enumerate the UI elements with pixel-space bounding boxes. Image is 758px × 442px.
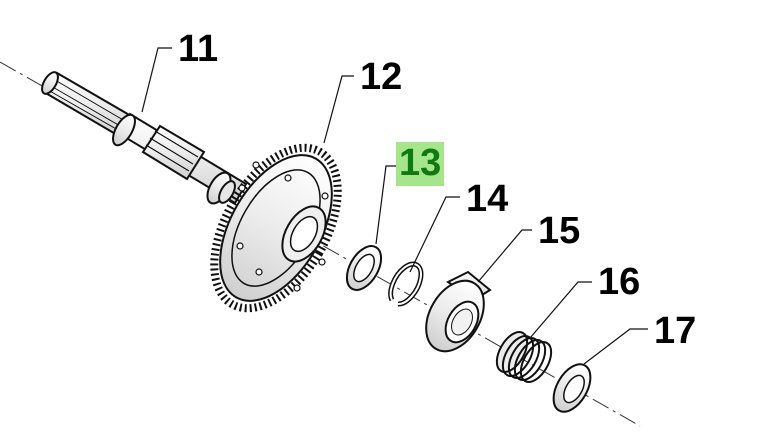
callout-11: 11 — [178, 28, 219, 70]
leader-13 — [375, 165, 396, 245]
leader-lines — [141, 47, 648, 365]
callout-14: 14 — [466, 178, 509, 220]
callout-13-highlighted: 13 — [396, 142, 445, 186]
callout-15: 15 — [538, 210, 581, 252]
washer-part-13 — [345, 245, 383, 291]
snap-ring-part-14 — [388, 261, 424, 307]
leader-15 — [477, 229, 532, 283]
leader-12 — [323, 75, 354, 144]
gear-part-12 — [210, 143, 342, 313]
leader-14 — [409, 196, 460, 273]
clutch-dog-part-15 — [425, 270, 492, 353]
leader-16 — [529, 281, 592, 339]
leader-17 — [583, 328, 648, 365]
leader-11 — [141, 47, 172, 113]
callout-12: 12 — [360, 56, 403, 98]
callout-17: 17 — [654, 310, 697, 352]
shaft-part-11 — [41, 71, 248, 205]
spring-part-16 — [495, 331, 553, 383]
washer-part-17 — [552, 363, 592, 413]
callout-16: 16 — [598, 261, 641, 303]
